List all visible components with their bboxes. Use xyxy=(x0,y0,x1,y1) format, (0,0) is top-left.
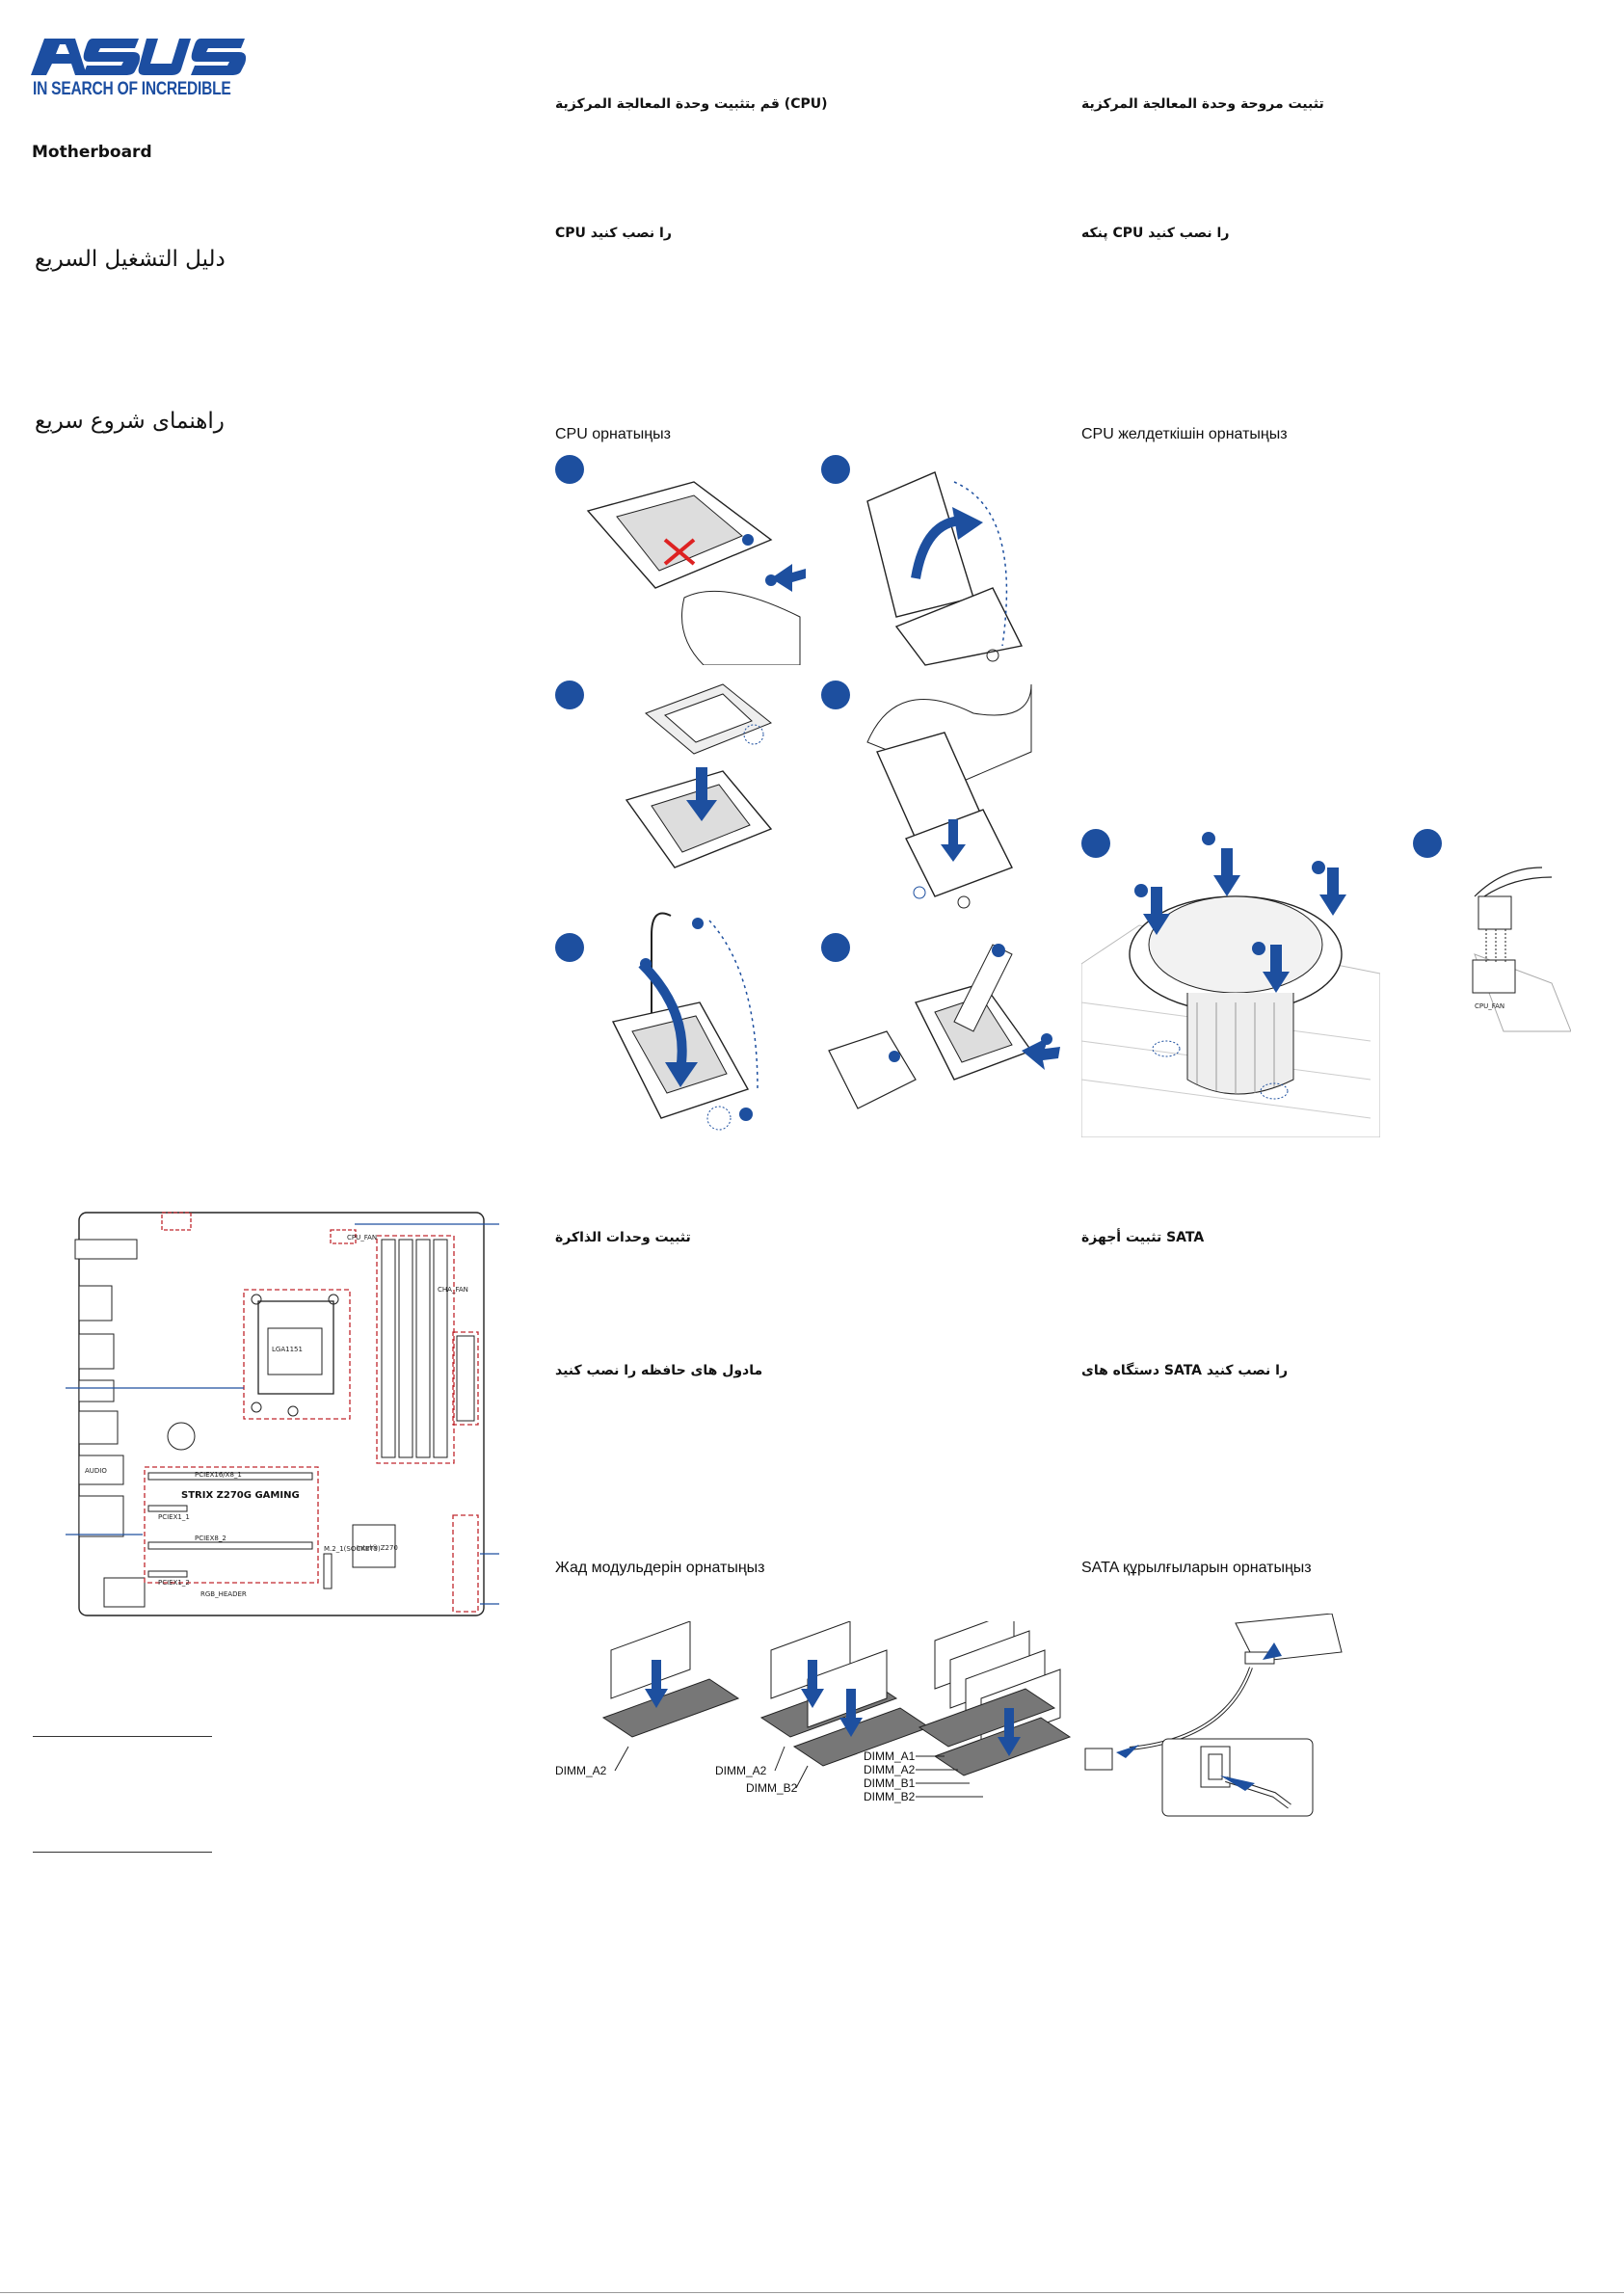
step-badge-5 xyxy=(555,933,584,962)
fan-step-badge-2 xyxy=(1413,829,1442,858)
socket-label: LGA1151 xyxy=(272,1346,303,1353)
dimm-svg xyxy=(601,1611,1072,1798)
fan-connector-illustration: CPU_FAN xyxy=(1446,858,1572,1045)
fan-install-illustration xyxy=(1080,829,1381,1141)
sata-cable-svg xyxy=(1084,1613,1343,1817)
cpu-thermal-paste-svg xyxy=(828,944,1060,1109)
step-badge-1 xyxy=(555,455,584,484)
memory-heading-fa: مادول های حافظه را نصب کنيد xyxy=(555,1363,763,1378)
sata-heading-ar: تثبيت أجهزة SATA xyxy=(1081,1230,1205,1245)
cpu-step6-illustration xyxy=(819,925,1060,1141)
step-badge-6 xyxy=(821,933,850,962)
page-bottom-edge xyxy=(0,2292,1624,2293)
fan-heading-ar: تثبيت مروحة وحدة المعالجة المركزية xyxy=(1081,96,1324,112)
cha-fan-label: CHA_FAN xyxy=(438,1286,468,1294)
title-arabic: دليل التشغيل السريع xyxy=(35,247,226,272)
pcie1-1-label: PCIEX1_1 xyxy=(158,1513,190,1521)
dimm-label-single: DIMM_A2 xyxy=(555,1764,607,1777)
cpu-hands-svg xyxy=(866,683,1032,909)
pcie16-1-label: PCIEX16/X8_1 xyxy=(195,1471,242,1479)
cpu-lever-close-svg xyxy=(611,912,759,1131)
asus-logo-graphic xyxy=(31,39,247,75)
cpu-heading-fa: CPU را نصب کنيد xyxy=(555,226,672,241)
dimm-label-two-a: DIMM_A2 xyxy=(715,1764,767,1777)
sata-install-illustration xyxy=(1081,1613,1351,1829)
audio-label: AUDIO xyxy=(85,1467,107,1475)
dimm-label-four-b2: DIMM_B2 xyxy=(864,1790,916,1803)
divider-line xyxy=(33,1852,212,1853)
board-model: STRIX Z270G GAMING xyxy=(181,1490,300,1501)
cpu-fan-connector-svg: CPU_FAN xyxy=(1472,867,1572,1032)
m2-label: M.2_1(SOCKET3) xyxy=(324,1545,381,1553)
dimm-label-two-b: DIMM_B2 xyxy=(746,1781,798,1795)
memory-install-illustration xyxy=(555,1611,1076,1818)
product-type: Motherboard xyxy=(32,143,152,162)
dimm-label-four-a2: DIMM_A2 xyxy=(864,1763,916,1776)
chipset-label: Intel® Z270 xyxy=(357,1544,398,1552)
motherboard-svg: LGA1151 CPU_FAN PCIEX16/X8_1 PCIEX8_2 PC… xyxy=(66,1212,499,1616)
title-persian: راهنمای شروع سريع xyxy=(35,409,225,434)
dimm-label-four-a1: DIMM_A1 xyxy=(864,1749,916,1763)
step-badge-4 xyxy=(821,681,850,709)
fan-step-badge-1 xyxy=(1081,829,1110,858)
cpu-place-svg xyxy=(625,683,773,868)
cpu-heading-ar: قم بتثبيت وحدة المعالجة المركزية (CPU) xyxy=(555,96,828,112)
cpu-step1-illustration xyxy=(578,472,810,669)
sata-heading-fa: دستگاه های SATA را نصب کنيد xyxy=(1081,1363,1289,1378)
dimm-label-four-b1: DIMM_B1 xyxy=(864,1776,916,1790)
memory-heading-kz: Жад модульдерін орнатыңыз xyxy=(555,1560,765,1576)
cpu-socket-lid-svg xyxy=(586,481,806,666)
memory-heading-ar: تثبيت وحدات الذاكرة xyxy=(555,1230,691,1245)
rgb-label: RGB_HEADER xyxy=(200,1590,247,1598)
cpu-cooler-svg xyxy=(1080,832,1381,1138)
cpu-socket-open-svg xyxy=(866,471,1024,666)
sata-heading-kz: SATA құрылғыларын орнатыңыз xyxy=(1081,1560,1312,1576)
pcie1-2-label: PCIEX1_2 xyxy=(158,1579,190,1587)
asus-logo xyxy=(31,29,253,81)
fan-heading-kz: CPU желдеткішін орнатыңыз xyxy=(1081,426,1288,442)
cpu-step3-illustration xyxy=(617,675,781,881)
fan-connector-label: CPU_FAN xyxy=(1475,1002,1504,1010)
divider-line xyxy=(33,1736,212,1737)
step-badge-2 xyxy=(821,455,850,484)
cpu-heading-kz: CPU орнатыңыз xyxy=(555,426,671,442)
cpu-step4-illustration xyxy=(858,675,1041,920)
cpu-step5-illustration xyxy=(603,896,777,1141)
pcie16-2-label: PCIEX8_2 xyxy=(195,1535,226,1542)
cpu-step2-illustration xyxy=(858,453,1041,679)
fan-heading-fa: پنکه CPU را نصب کنيد xyxy=(1081,226,1230,241)
motherboard-layout-diagram: LGA1151 CPU_FAN PCIEX16/X8_1 PCIEX8_2 PC… xyxy=(66,1207,499,1625)
cpu-fan-label: CPU_FAN xyxy=(347,1234,377,1241)
brand-tagline: IN SEARCH OF INCREDIBLE xyxy=(33,79,231,99)
step-badge-3 xyxy=(555,681,584,709)
